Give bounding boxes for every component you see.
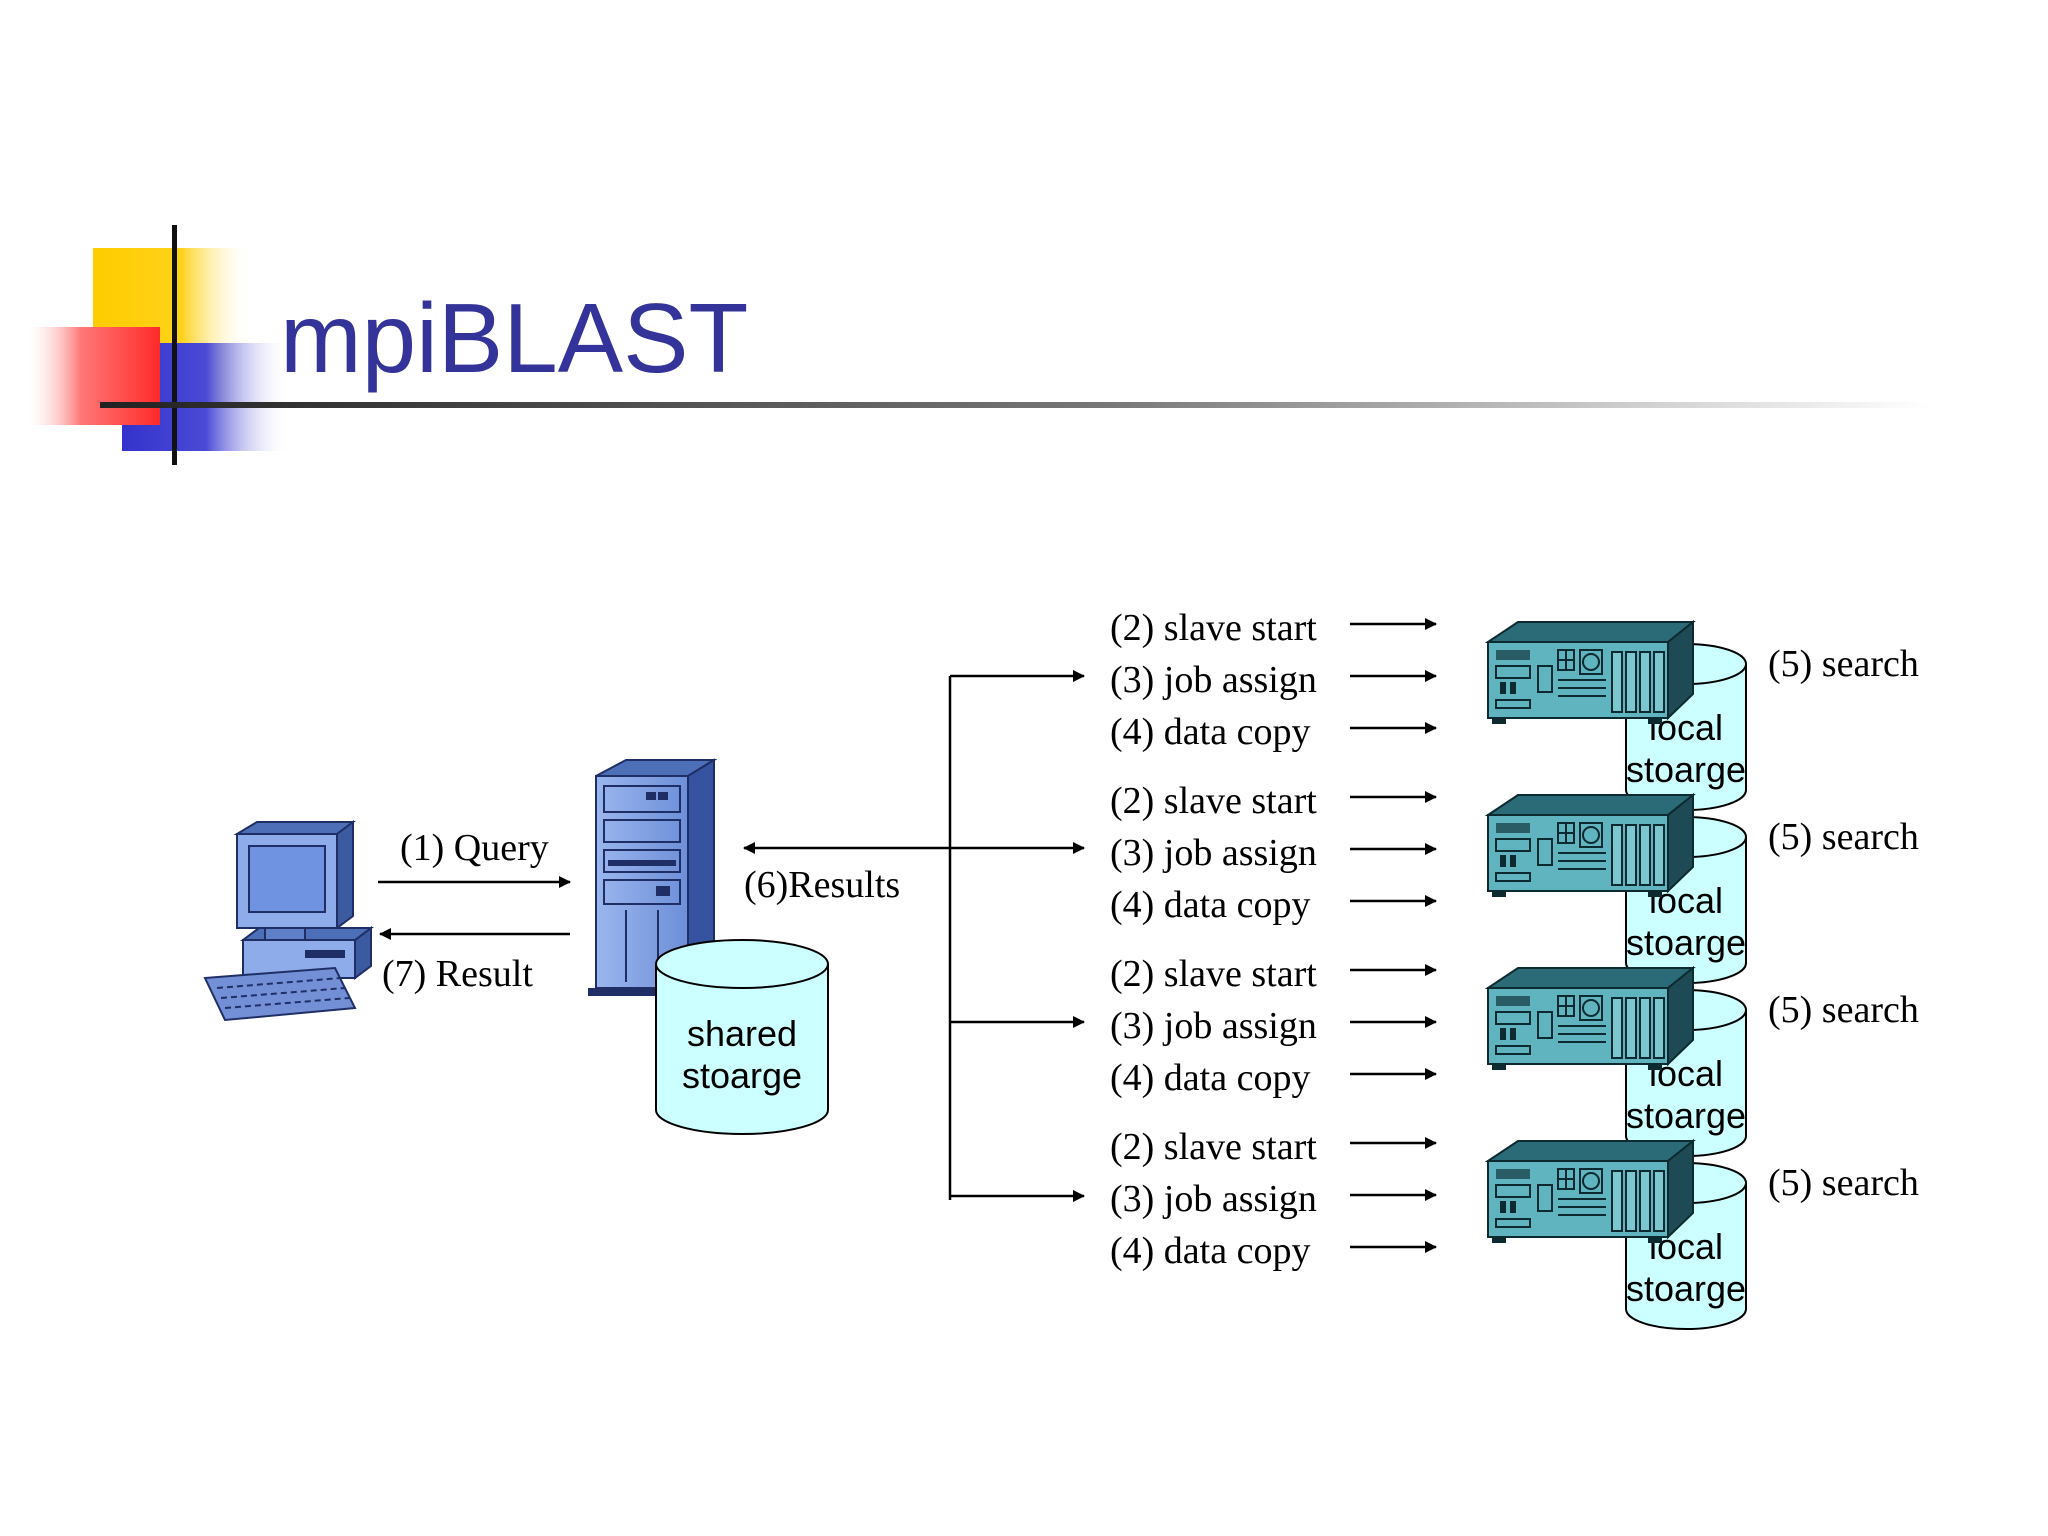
query-label: (1) Query xyxy=(400,827,549,869)
shared-storage-line1: shared xyxy=(687,1013,797,1054)
slave-server-icon xyxy=(1487,967,1694,1071)
results-label: (6)Results xyxy=(744,864,900,906)
job-assign-label: (3) job assign xyxy=(1110,832,1317,874)
data-copy-label: (4) data copy xyxy=(1110,1230,1310,1272)
distribution-bus xyxy=(743,670,1085,1202)
local-storage-line2: stoarge xyxy=(1626,1268,1746,1309)
slave-start-label: (2) slave start xyxy=(1110,1126,1317,1168)
slave-start-label: (2) slave start xyxy=(1110,607,1317,649)
search-label: (5) search xyxy=(1768,989,1919,1031)
slave-group-2: (2) slave start (3) job assign (4) data … xyxy=(1110,780,1919,984)
slave-server-icon xyxy=(1487,1140,1694,1244)
shared-storage-icon: shared stoarge xyxy=(655,939,829,1135)
local-storage-line2: stoarge xyxy=(1626,749,1746,790)
slave-group-1: (2) slave start (3) job assign (4) data … xyxy=(1110,607,1919,811)
job-assign-label: (3) job assign xyxy=(1110,1178,1317,1220)
slave-group-3: (2) slave start (3) job assign (4) data … xyxy=(1110,953,1919,1157)
data-copy-label: (4) data copy xyxy=(1110,1057,1310,1099)
data-copy-label: (4) data copy xyxy=(1110,884,1310,926)
search-label: (5) search xyxy=(1768,816,1919,858)
local-storage-line2: stoarge xyxy=(1626,922,1746,963)
result-label: (7) Result xyxy=(382,953,533,995)
slave-server-icon xyxy=(1487,621,1694,725)
data-copy-label: (4) data copy xyxy=(1110,711,1310,753)
local-storage-line2: stoarge xyxy=(1626,1095,1746,1136)
shared-storage-line2: stoarge xyxy=(682,1055,802,1096)
title-decoration xyxy=(28,225,1930,465)
slave-group-4: (2) slave start (3) job assign (4) data … xyxy=(1110,1126,1919,1330)
slave-start-label: (2) slave start xyxy=(1110,780,1317,822)
search-label: (5) search xyxy=(1768,643,1919,685)
slave-server-icon xyxy=(1487,794,1694,898)
job-assign-label: (3) job assign xyxy=(1110,1005,1317,1047)
client-computer-icon xyxy=(203,820,374,1022)
job-assign-label: (3) job assign xyxy=(1110,659,1317,701)
search-label: (5) search xyxy=(1768,1162,1919,1204)
page-title: mpiBLAST xyxy=(280,283,748,393)
slave-start-label: (2) slave start xyxy=(1110,953,1317,995)
